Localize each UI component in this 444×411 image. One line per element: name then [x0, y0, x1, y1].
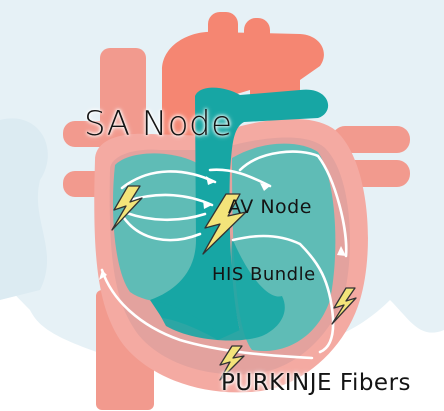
av-node-label: AV Node	[228, 196, 312, 218]
aortic-branch-1	[208, 12, 238, 52]
sa-node-label: SA Node	[84, 104, 233, 144]
aortic-branch-2	[244, 18, 270, 54]
his-bundle-label: HIS Bundle	[212, 264, 316, 285]
purkinje-fibers-label: PURKINJE Fibers	[221, 370, 411, 396]
